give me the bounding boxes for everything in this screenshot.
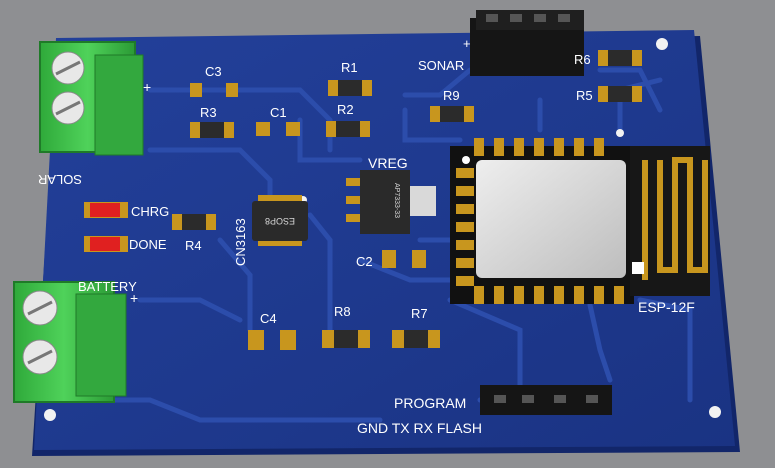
cn3163-label: CN3163 [233,218,248,266]
resistor-r3 [190,122,234,138]
solar-terminal-block [39,41,144,156]
c2-label: C2 [356,254,373,269]
r6-label: R6 [574,52,591,67]
cn3163-ic: ESOP8 [252,195,308,246]
r5-label: R5 [576,88,593,103]
done-label: DONE [129,237,167,252]
program-pins-label: GND TX RX FLASH [357,420,482,436]
resistor-r6 [598,50,642,66]
solar-plus-label: + [143,79,151,95]
vreg-label: VREG [368,155,408,171]
vreg-regulator: AP7333-33 [346,170,436,234]
esp-label: ESP-12F [638,299,695,315]
capacitor-c3 [190,83,238,97]
battery-plus-label: + [130,290,138,306]
copper-traces [67,67,693,423]
c3-label: C3 [205,64,222,79]
chrg-label: CHRG [131,204,169,219]
mounting-hole [709,406,721,418]
esp-pin1-dot [462,156,470,164]
r3-label: R3 [200,105,217,120]
mounting-hole [616,129,624,137]
sonar-plus-label: + [463,36,471,51]
sonar-header [470,10,584,76]
led-chrg [84,202,128,218]
led-done [84,236,128,252]
solar-label: SOLAR [38,172,82,187]
capacitor-c4 [248,330,296,350]
r9-label: R9 [443,88,460,103]
mounting-hole [656,38,668,50]
battery-terminal-block [13,281,127,403]
capacitor-c2 [382,250,426,268]
sonar-label: SONAR [418,58,464,73]
capacitor-c1 [256,122,300,136]
c4-label: C4 [260,311,277,326]
resistor-r4 [172,214,216,230]
r7-label: R7 [411,306,428,321]
r8-label: R8 [334,304,351,319]
r1-label: R1 [341,60,358,75]
resistor-r7 [392,330,440,348]
r2-label: R2 [337,102,354,117]
c1-label: C1 [270,105,287,120]
esp-pads [456,138,624,304]
program-label: PROGRAM [394,395,466,411]
resistor-r5 [598,86,642,102]
resistor-r1 [328,80,372,96]
resistor-r8 [322,330,370,348]
r4-label: R4 [185,238,202,253]
esop8-marking: ESOP8 [265,216,295,226]
resistor-r9 [430,106,474,122]
esp12f-module [450,146,710,304]
program-header [480,385,612,415]
mounting-hole [44,409,56,421]
resistor-r2 [326,121,370,137]
battery-label: BATTERY [78,279,137,294]
vreg-chip-marking: AP7333-33 [393,183,400,218]
